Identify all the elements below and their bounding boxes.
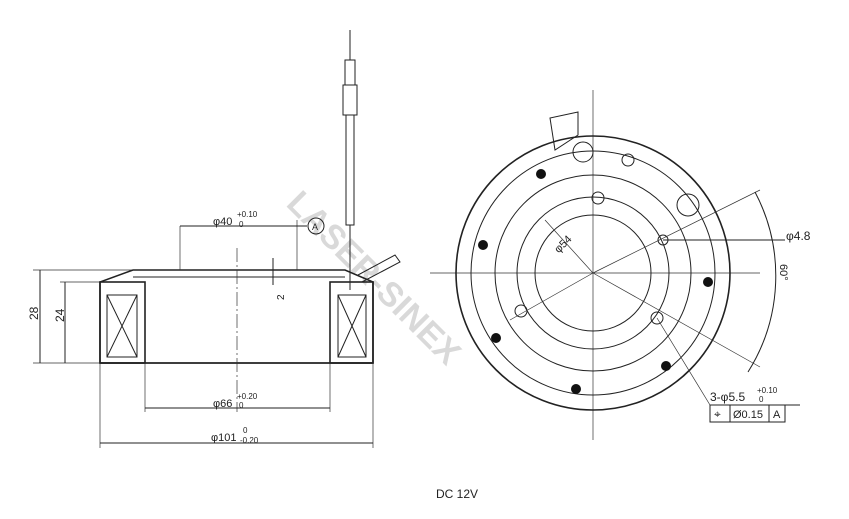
dim-angle: 60° bbox=[777, 264, 789, 281]
svg-text:+0.10: +0.10 bbox=[757, 386, 778, 395]
front-view: φ54 φ4.8 60° 3-φ5.5 +0.10 0 ⌖ Ø0.15 A bbox=[430, 90, 811, 440]
svg-text:0: 0 bbox=[239, 401, 244, 410]
svg-text:A: A bbox=[312, 222, 318, 232]
dim-holes: 3-φ5.5 bbox=[710, 390, 745, 404]
svg-text:A: A bbox=[773, 409, 781, 421]
svg-text:-0.20: -0.20 bbox=[240, 436, 259, 445]
svg-text:0: 0 bbox=[759, 395, 764, 404]
svg-text:+0.20: +0.20 bbox=[237, 392, 258, 401]
dim-height-total: 28 bbox=[27, 306, 41, 320]
svg-text:0: 0 bbox=[243, 426, 248, 435]
dim-pin: φ4.8 bbox=[786, 229, 811, 243]
tolerance-frame: ⌖ Ø0.15 A bbox=[709, 404, 786, 423]
svg-text:+0.10: +0.10 bbox=[237, 210, 258, 219]
dim-gap: 2 bbox=[276, 294, 287, 300]
position-tolerance-icon: ⌖ bbox=[714, 407, 721, 421]
svg-text:0: 0 bbox=[239, 220, 244, 229]
side-section-view: 28 24 φ40 +0.10 0 A 2 bbox=[27, 30, 401, 448]
dim-inner-dia: φ40 bbox=[213, 216, 232, 228]
svg-text:Ø0.15: Ø0.15 bbox=[733, 409, 763, 421]
datum-marker bbox=[307, 217, 325, 235]
dim-pcd: φ54 bbox=[552, 233, 574, 255]
dim-mid-dia: φ66 bbox=[213, 398, 232, 410]
dim-height-coil: 24 bbox=[53, 308, 67, 322]
dim-outer-dia: φ101 bbox=[211, 432, 237, 444]
voltage-label: DC 12V bbox=[436, 487, 478, 501]
